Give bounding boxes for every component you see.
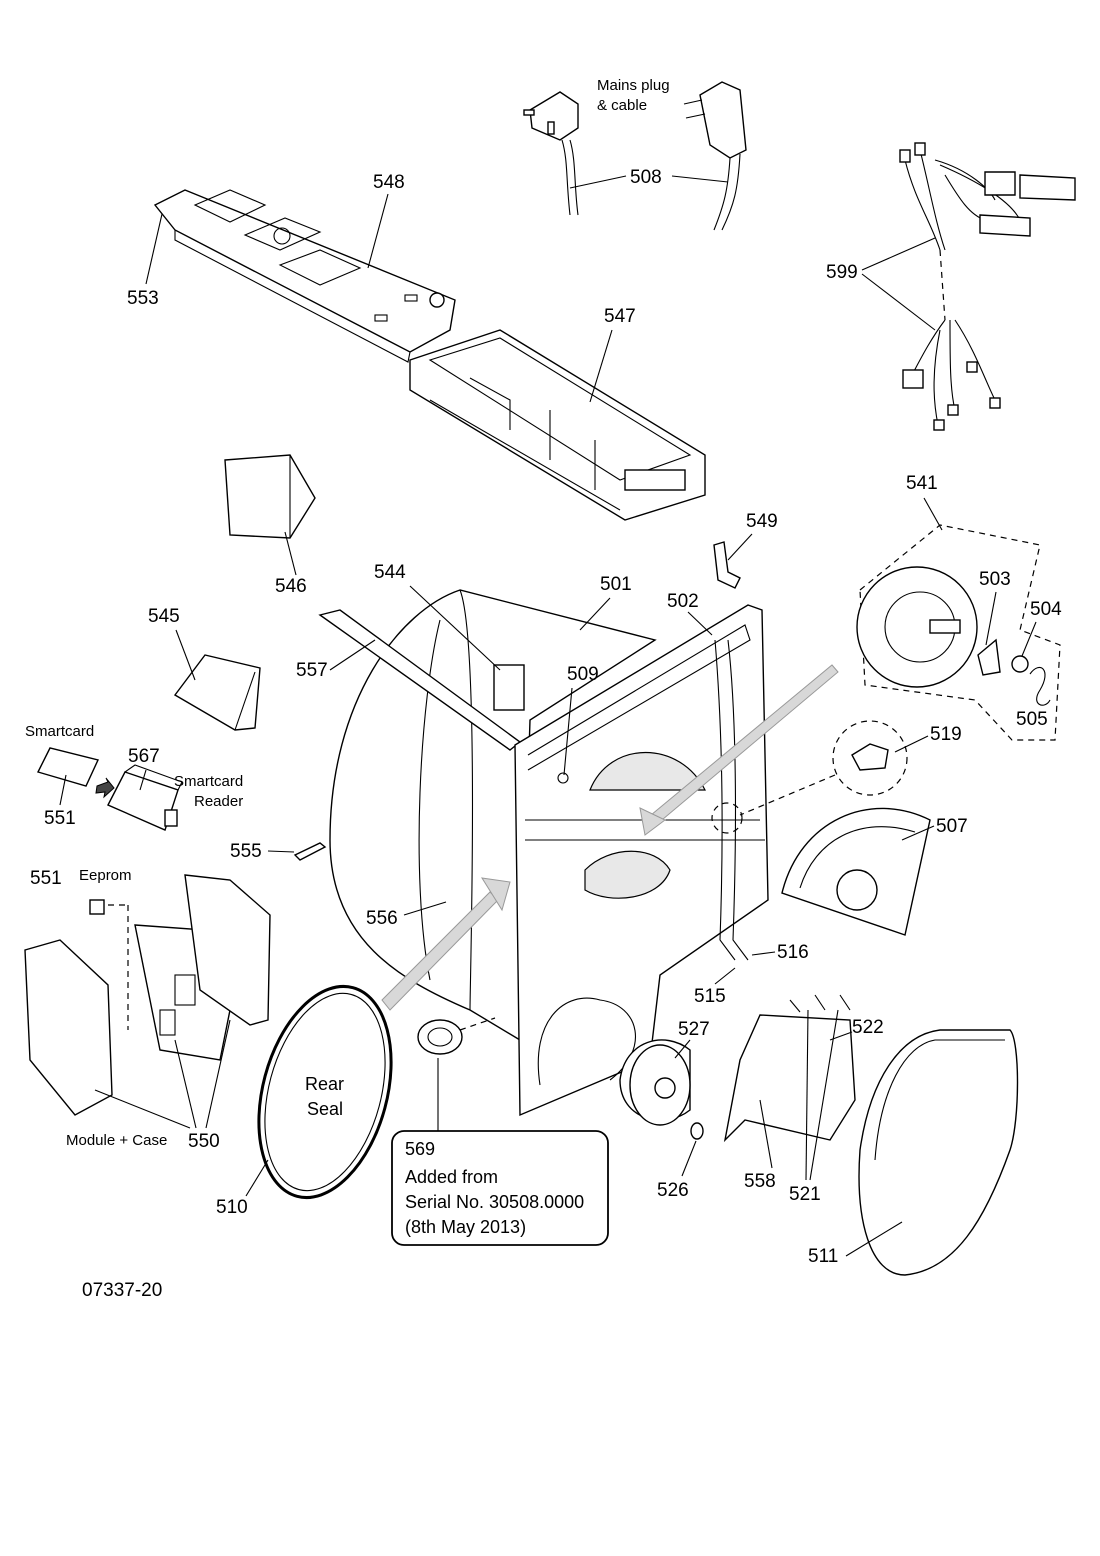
callout-551-smartcard: 551 [44,808,76,829]
smartcard-reader [107,764,183,831]
mains-plug-cable [523,81,747,231]
callout-553: 553 [127,288,159,309]
callout-511: 511 [808,1246,838,1267]
callout-510: 510 [216,1197,248,1218]
callout-556: 556 [366,908,398,929]
callout-567: 567 [128,746,160,767]
part-544 [493,664,525,711]
note-line-2: Added from [405,1167,498,1187]
part-555 [293,842,327,861]
smartcard [36,747,99,787]
callout-546: 546 [275,576,307,597]
callout-515: 515 [694,986,726,1007]
callout-555: 555 [230,841,262,862]
callout-549: 549 [746,511,778,532]
callout-508: 508 [630,167,662,188]
reader-label-line1: Smartcard [174,773,243,790]
control-panel-548 [153,189,456,363]
callout-527: 527 [678,1019,710,1040]
reader-label-line2: Reader [194,793,243,810]
note-line-4: (8th May 2013) [405,1217,526,1237]
part-526 [690,1122,704,1140]
eeprom-chip [89,899,105,915]
part-569 [417,1017,496,1055]
callout-547: 547 [604,306,636,327]
callout-544: 544 [374,562,406,583]
smartcard-label: Smartcard [25,723,94,740]
callout-502: 502 [667,591,699,612]
callout-599: 599 [826,262,858,283]
note-box-569 [391,1130,609,1246]
callout-505: 505 [1016,709,1048,730]
rear-cover-511 [858,1029,1019,1276]
detail-519-circle [832,720,908,796]
rear-seal-label-line2: Seal [307,1099,343,1119]
mains-plug-label-line1: Mains plug [597,77,670,94]
part-549 [713,541,741,589]
callout-521: 521 [789,1184,821,1205]
note-line-1: 569 [405,1139,435,1159]
note-line-3: Serial No. 30508.0000 [405,1192,584,1212]
diagram-code: 07337-20 [82,1280,162,1301]
callout-548: 548 [373,172,405,193]
callout-516: 516 [777,942,809,963]
callout-522: 522 [852,1017,884,1038]
callout-526: 526 [657,1180,689,1201]
part-504 [1011,655,1029,673]
callout-558: 558 [744,1171,776,1192]
callout-509: 509 [567,664,599,685]
rear-seal-label-line1: Rear [305,1074,344,1094]
bearing-kit-outline [859,524,1061,741]
module-case [24,874,271,1116]
callout-541: 541 [906,473,938,494]
wiring-harness-599 [899,142,1076,431]
callout-545: 545 [148,606,180,627]
eeprom-label: Eeprom [79,867,132,884]
callout-557: 557 [296,660,328,681]
callout-551-eeprom: 551 [30,868,62,889]
part-545 [173,654,261,731]
spring-505 [1029,667,1051,706]
bearing-plate [856,566,978,688]
part-546 [224,454,316,539]
callout-504: 504 [1030,599,1062,620]
rear-seal-510 [257,984,393,1200]
lint-filter-507 [781,807,931,936]
callout-501: 501 [600,574,632,595]
front-panel-502 [514,604,769,1117]
module-case-label: Module + Case [66,1132,167,1149]
fan-impeller-527 [619,1039,691,1126]
mains-plug-label-line2: & cable [597,97,647,114]
water-container-housing-547 [409,329,706,521]
callout-519: 519 [930,724,962,745]
heater-housing-522 [723,994,856,1143]
part-503 [977,638,1001,676]
callout-503: 503 [979,569,1011,590]
callout-507: 507 [936,816,968,837]
drum-501 [329,589,657,1042]
callout-550: 550 [188,1131,220,1152]
